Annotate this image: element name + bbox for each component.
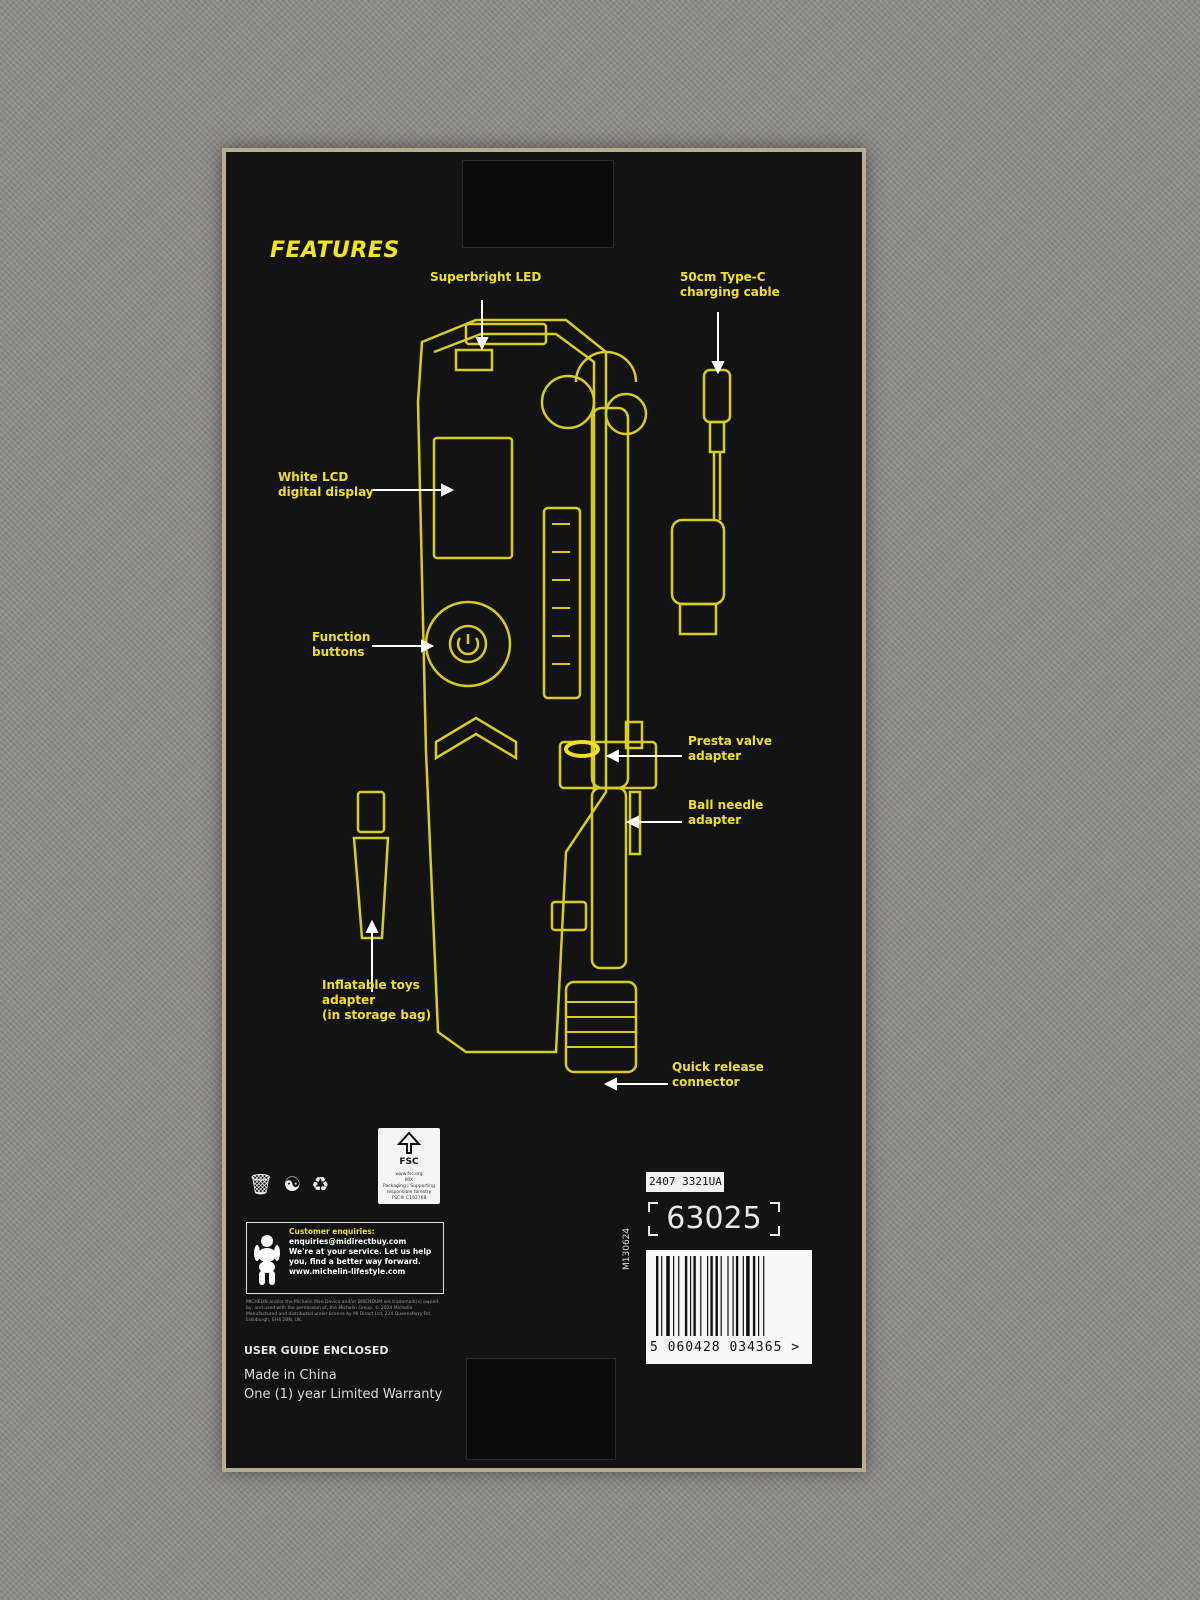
barcode-bar [678, 1256, 680, 1336]
barcode-bar [690, 1256, 692, 1336]
tree-icon [396, 1131, 422, 1154]
barcode-number: 5 060428 034365 > [650, 1340, 801, 1355]
product-box: FEATURES [222, 148, 866, 1472]
barcode-bar [732, 1256, 734, 1336]
barcode-bars [656, 1256, 765, 1336]
callout-function-buttons: Function buttons [312, 630, 371, 659]
pump-line-drawing [352, 300, 732, 1091]
enquiry-heading: Customer enquiries: [289, 1227, 375, 1236]
weee-bin-icon: 🗑 [248, 1172, 274, 1196]
barcode-bar [710, 1256, 713, 1336]
barcode-bar [758, 1256, 760, 1336]
barcode: 5 060428 034365 > [646, 1250, 812, 1364]
michelin-man-icon [254, 1235, 280, 1285]
callout-charging-cable: 50cm Type-C charging cable [680, 270, 780, 299]
lcd-screen [432, 436, 514, 560]
quick-release-connector [564, 980, 638, 1074]
features-title: FEATURES [270, 238, 400, 263]
callout-lcd-display: White LCD digital display [278, 470, 374, 499]
barcode-bar [727, 1256, 729, 1336]
user-guide-notice: USER GUIDE ENCLOSED [244, 1344, 389, 1357]
fsc-label: FSC www.fsc.org MIX Packaging | Supporti… [378, 1128, 440, 1204]
origin-warranty: Made in China One (1) year Limited Warra… [244, 1368, 443, 1402]
barcode-bar [684, 1256, 688, 1336]
callout-toys-adapter: Inflatable toys adapter (in storage bag) [322, 978, 432, 1022]
legal-text: MICHELIN and/or the Michelin Man Device … [246, 1300, 439, 1323]
barcode-bar [735, 1256, 739, 1336]
callout-presta-adapter: Presta valve adapter [688, 734, 772, 763]
enquiry-website: www.michelin-lifestyle.com [289, 1267, 406, 1276]
batch-label: 2407 3321UA [646, 1172, 724, 1192]
barcode-bar [742, 1256, 744, 1336]
barcode-bar [707, 1256, 709, 1336]
callout-superbright-led: Superbright LED [430, 270, 542, 284]
fsc-logo: FSC [384, 1131, 434, 1167]
pump-hose [590, 406, 630, 790]
barcode-bar [693, 1256, 696, 1336]
green-dot-icon: ☯ [283, 1172, 302, 1196]
toys-adapter [356, 790, 386, 834]
top-tape-flap [462, 160, 614, 248]
type-c-plug [702, 368, 732, 424]
recycle-icon: ♻ [311, 1172, 330, 1196]
bottom-tape-flap [466, 1358, 616, 1460]
customer-enquiries-box: Customer enquiries: enquiries@midirectbu… [246, 1222, 444, 1294]
barcode-bar [666, 1256, 670, 1336]
item-number: 63025 [646, 1198, 782, 1240]
callout-quick-release: Quick release connector [672, 1060, 764, 1089]
vertical-code: M130624 [622, 1227, 632, 1270]
barcode-bar [752, 1256, 756, 1336]
barcode-bar [700, 1256, 702, 1336]
led-grille [464, 322, 548, 346]
barcode-bar [673, 1256, 675, 1336]
enquiry-email: enquiries@midirectbuy.com [289, 1237, 407, 1246]
barcode-bar [720, 1256, 722, 1336]
barcode-bar [746, 1256, 750, 1336]
barcode-bar [763, 1256, 765, 1336]
usb-plug [670, 518, 726, 606]
barcode-bar [656, 1256, 659, 1336]
barcode-bar [661, 1256, 663, 1336]
eco-icons: 🗑 ☯ ♻ [248, 1172, 329, 1196]
barcode-bar [715, 1256, 718, 1336]
callout-ball-needle: Ball needle adapter [688, 798, 764, 827]
pump-body [416, 318, 608, 1054]
